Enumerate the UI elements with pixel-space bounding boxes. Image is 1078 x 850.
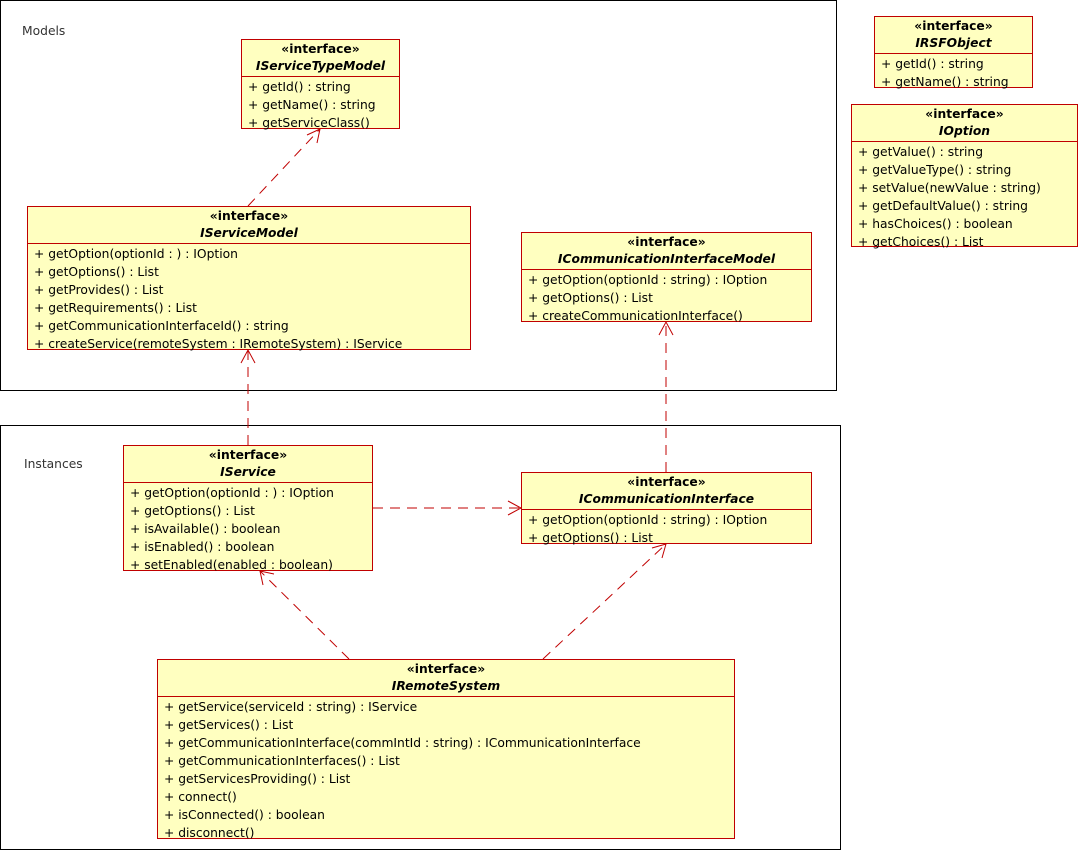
models-package-label: Models <box>22 24 66 38</box>
class-name: IOption <box>938 124 991 138</box>
instances-package-label: Instances <box>24 457 83 471</box>
class-name: IServiceModel <box>200 226 298 240</box>
stereotype-label: «interface» <box>208 448 288 462</box>
class-name: ICommunicationInterfaceModel <box>557 252 776 266</box>
iservicetypemodel-class[interactable]: «interface» IServiceTypeModel + getId() … <box>241 39 400 130</box>
operation: + getOption(optionId : ) : IOption <box>130 486 334 500</box>
iservice-class[interactable]: «interface» IService + getOption(optionI… <box>123 445 373 572</box>
dependency-iservice-to-iservicemodel <box>240 348 256 445</box>
dependency-icommunicationinterface-to-model <box>658 320 674 472</box>
stereotype-label: «interface» <box>627 475 706 489</box>
operation: + getServices() : List <box>164 718 294 732</box>
operation: + getServiceClass() <box>248 116 370 130</box>
operation: + hasChoices() : boolean <box>858 217 1013 231</box>
operation: + connect() <box>164 790 237 804</box>
operation: + getValue() : string <box>858 145 984 159</box>
class-name: IRemoteSystem <box>391 679 501 693</box>
operation: + getValueType() : string <box>858 163 1012 177</box>
dependency-iremotesystem-to-iservice <box>259 570 350 660</box>
operation: + createCommunicationInterface() <box>528 309 743 323</box>
operation: + getRequirements() : List <box>34 301 197 315</box>
operation: + disconnect() <box>164 826 255 840</box>
dependency-iremotesystem-to-icommunicationinterface <box>542 543 667 660</box>
icommunicationinterface-class[interactable]: «interface» ICommunicationInterface + ge… <box>521 472 812 545</box>
operation: + getOption(optionId : ) : IOption <box>34 247 238 261</box>
operation: + getProvides() : List <box>34 283 164 297</box>
iremotesystem-class[interactable]: «interface» IRemoteSystem + getService(s… <box>157 659 735 840</box>
operation: + getService(serviceId : string) : IServ… <box>164 700 418 714</box>
operation: + setEnabled(enabled : boolean) <box>130 558 333 572</box>
operation: + getName() : string <box>248 98 376 112</box>
operation: + getOptions() : List <box>528 531 653 545</box>
operation: + getOptions() : List <box>34 265 159 279</box>
stereotype-label: «interface» <box>925 107 1004 121</box>
operation: + isAvailable() : boolean <box>130 522 281 536</box>
class-name: ICommunicationInterface <box>578 492 755 506</box>
irsfobject-class[interactable]: «interface» IRSFObject + getId() : strin… <box>874 16 1033 89</box>
operation: + getCommunicationInterfaceId() : string <box>34 319 289 333</box>
operation: + getOption(optionId : string) : IOption <box>528 273 768 287</box>
operation: + getCommunicationInterfaces() : List <box>164 754 400 768</box>
operation: + getServicesProviding() : List <box>164 772 351 786</box>
operation: + setValue(newValue : string) <box>858 181 1041 195</box>
class-name: IRSFObject <box>915 36 992 50</box>
iservicemodel-class[interactable]: «interface» IServiceModel + getOption(op… <box>27 206 471 351</box>
operation: + getId() : string <box>881 57 984 71</box>
class-name: IServiceTypeModel <box>255 59 386 73</box>
dependency-iservicemodel-to-iservicetypemodel <box>247 128 321 207</box>
operation: + createService(remoteSystem : IRemoteSy… <box>34 337 403 351</box>
stereotype-label: «interface» <box>281 42 360 56</box>
operation: + isEnabled() : boolean <box>130 540 275 554</box>
icommunicationinterfacemodel-class[interactable]: «interface» ICommunicationInterfaceModel… <box>521 232 812 323</box>
operation: + isConnected() : boolean <box>164 808 325 822</box>
ioption-class[interactable]: «interface» IOption + getValue() : strin… <box>851 104 1078 249</box>
stereotype-label: «interface» <box>209 209 289 223</box>
operation: + getId() : string <box>248 80 351 94</box>
class-name: IService <box>220 465 276 479</box>
stereotype-label: «interface» <box>627 235 706 249</box>
operation: + getCommunicationInterface(commIntId : … <box>164 736 641 750</box>
operation: + getOption(optionId : string) : IOption <box>528 513 768 527</box>
operation: + getName() : string <box>881 75 1009 89</box>
operation: + getOptions() : List <box>528 291 653 305</box>
stereotype-label: «interface» <box>914 19 993 33</box>
operation: + getChoices() : List <box>858 235 984 249</box>
dependency-iservice-to-icommunicationinterface <box>373 500 523 516</box>
stereotype-label: «interface» <box>406 662 486 676</box>
operation: + getOptions() : List <box>130 504 255 518</box>
operation: + getDefaultValue() : string <box>858 199 1028 213</box>
